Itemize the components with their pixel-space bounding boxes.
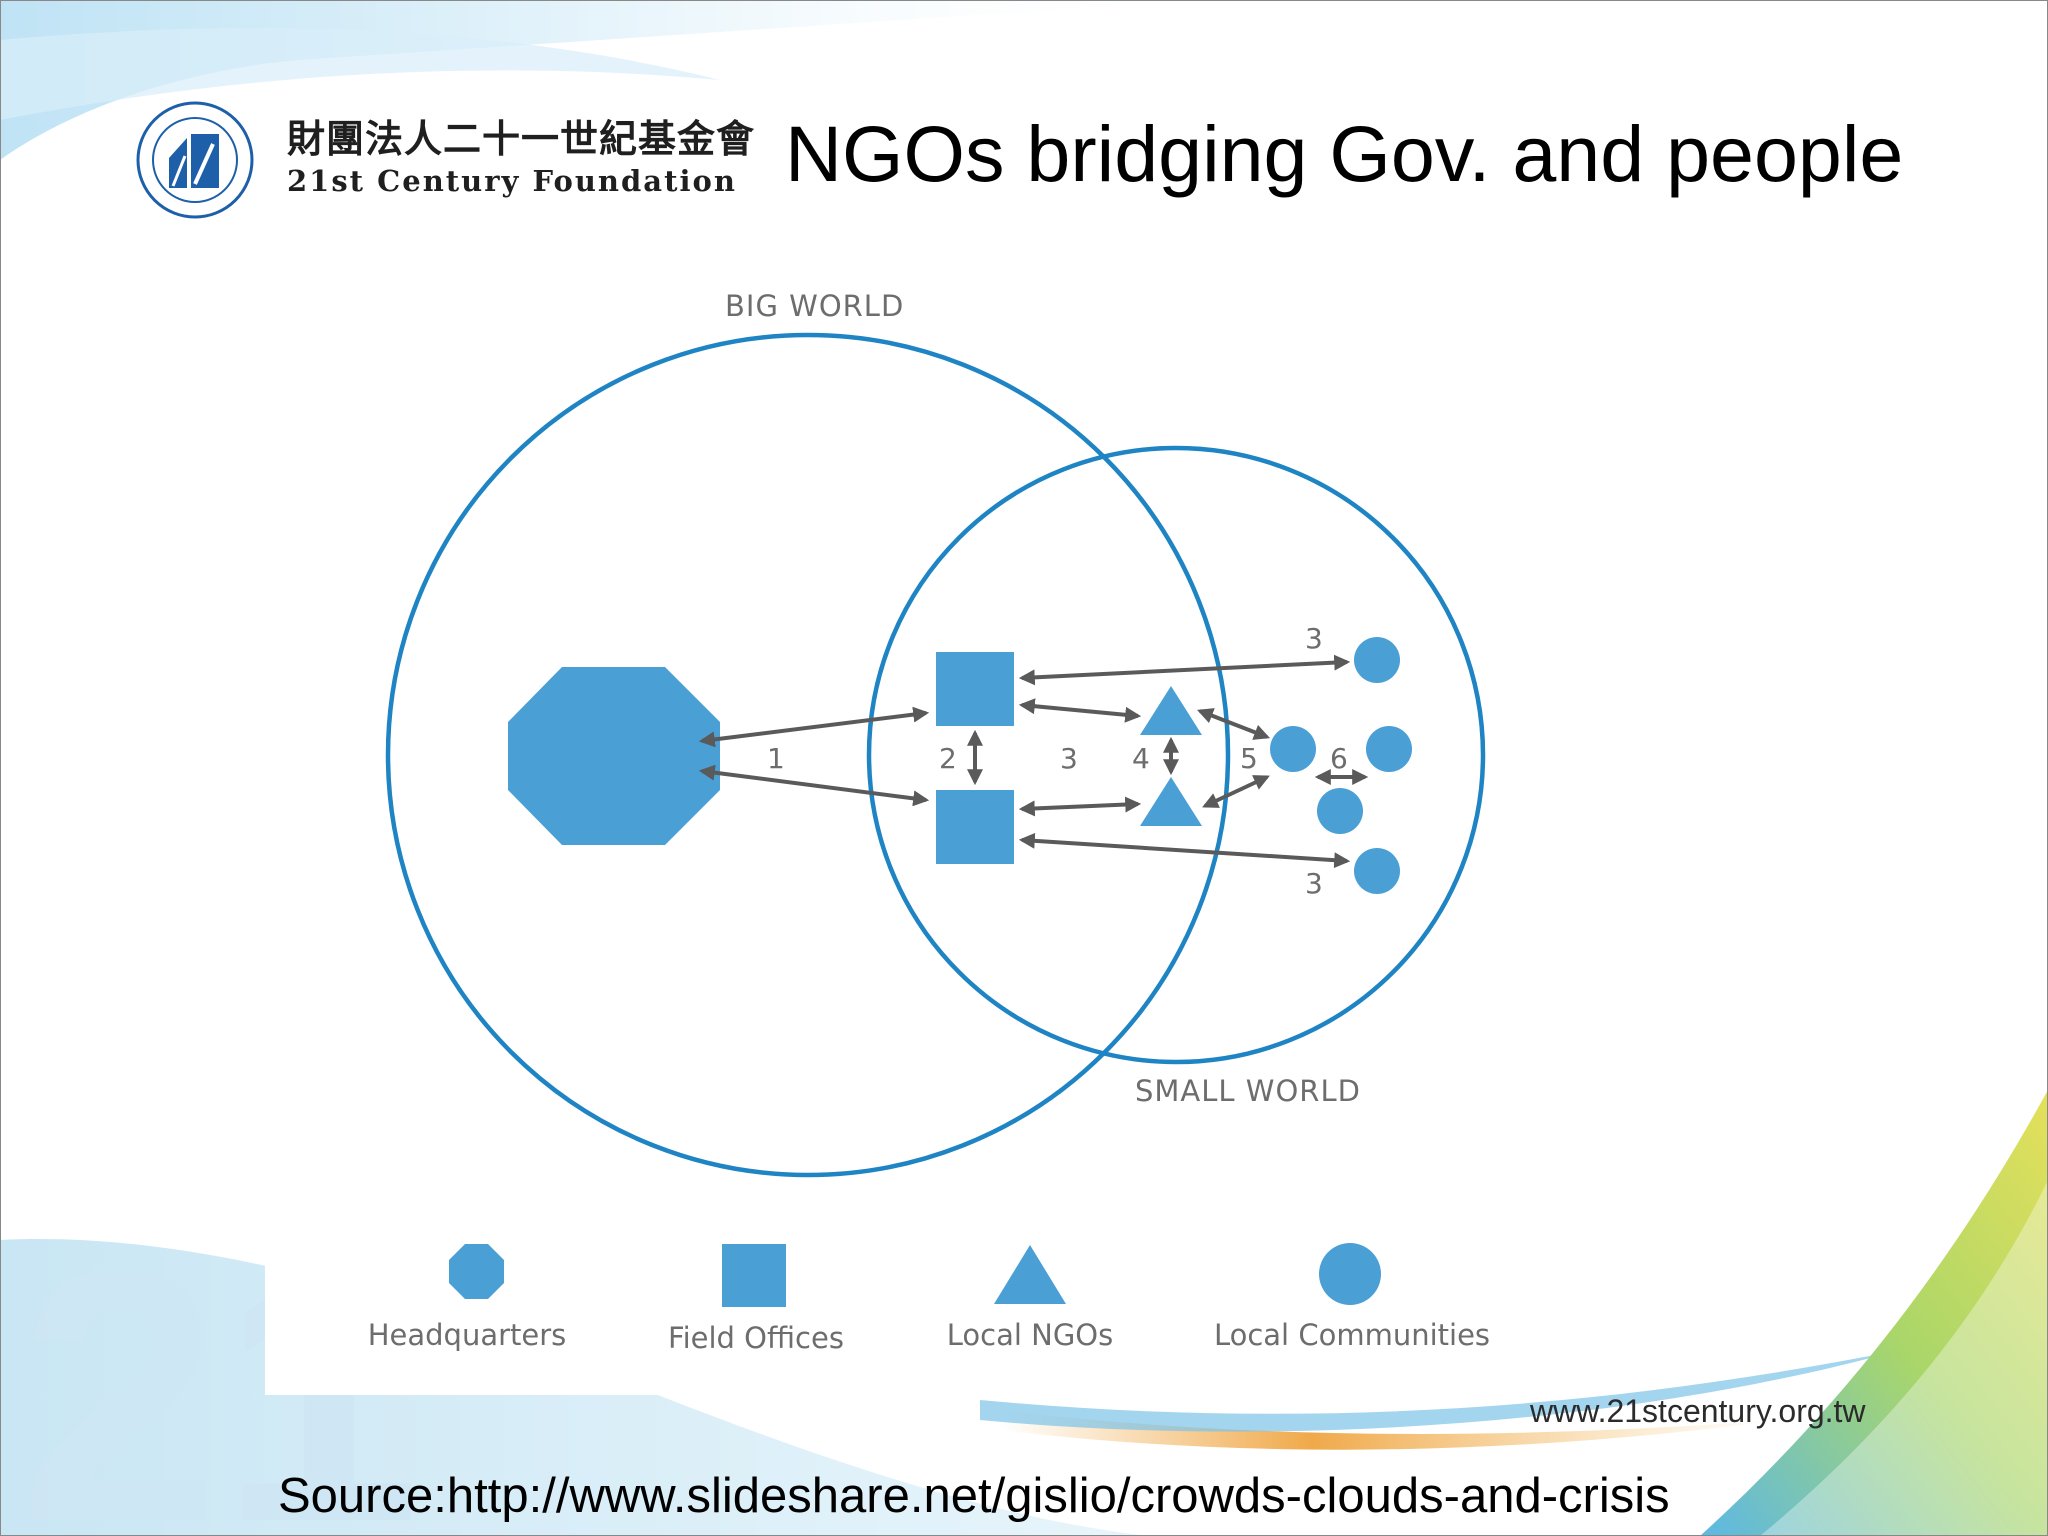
small-world-circle <box>866 445 1486 1065</box>
source-citation: Source:http://www.slideshare.net/gislio/… <box>278 1469 1670 1523</box>
arrow-field-to-ngo-top <box>1018 698 1142 723</box>
arrow-ngo-to-community-top <box>1197 708 1270 740</box>
logo-chinese-name: 財團法人二十一世紀基金會 <box>287 116 756 161</box>
legend-local-ngos-triangle-icon <box>994 1245 1066 1304</box>
local-community-circle <box>1366 726 1412 772</box>
legend-field-offices-square-icon <box>722 1244 786 1307</box>
local-ngo-triangle-bottom <box>1140 777 1202 826</box>
arrow-hq-to-field-top <box>698 706 930 748</box>
green-swoosh <box>1700 1090 2048 1536</box>
foundation-emblem-icon <box>136 101 254 219</box>
slide-title: NGOs bridging Gov. and people <box>785 109 1904 198</box>
website-url: www.21stcentury.org.tw <box>1530 1393 1866 1429</box>
big-world-circle <box>385 332 1231 1178</box>
legend-local-ngos-label: Local NGOs <box>947 1318 1113 1352</box>
local-community-circle <box>1270 726 1316 772</box>
foundation-logo: 財團法人二十一世紀基金會 21st Century Foundation <box>135 100 754 225</box>
arrow-field-to-community-top <box>1018 654 1351 686</box>
blue-swoosh <box>980 1350 1900 1432</box>
field-office-square-top <box>936 652 1014 726</box>
logo-english-name: 21st Century Foundation <box>287 164 737 198</box>
diagram-canvas: BIG WORLD SMALL WORLD <box>368 289 1490 1355</box>
orange-swoosh <box>1000 1410 1780 1450</box>
headquarters-octagon <box>508 667 720 845</box>
link-label-3-mid: 3 <box>1060 742 1078 775</box>
top-swoosh-light <box>0 28 720 120</box>
legend: Headquarters Field Offices Local NGOs Lo… <box>368 1243 1490 1355</box>
ngo-diagram: BIG WORLD SMALL WORLD <box>265 260 1590 1395</box>
small-world-label: SMALL WORLD <box>1135 1074 1361 1108</box>
link-label-3-top: 3 <box>1305 622 1323 655</box>
arrow-field-to-community-bottom <box>1018 832 1351 869</box>
local-community-circle <box>1354 637 1400 683</box>
local-community-circle <box>1354 848 1400 894</box>
legend-field-offices-label: Field Offices <box>668 1321 844 1355</box>
link-label-1: 1 <box>767 742 785 775</box>
arrow-ngo-to-community-bottom <box>1202 775 1270 808</box>
legend-local-communities-label: Local Communities <box>1214 1318 1490 1352</box>
local-community-circle <box>1317 788 1363 834</box>
legend-headquarters-octagon-icon <box>449 1244 504 1299</box>
link-label-5: 5 <box>1240 742 1258 775</box>
link-label-3-bottom: 3 <box>1305 867 1323 900</box>
legend-headquarters-label: Headquarters <box>368 1318 567 1352</box>
link-label-6: 6 <box>1330 742 1348 775</box>
field-office-square-bottom <box>936 790 1014 864</box>
local-ngo-triangle-top <box>1140 686 1202 735</box>
green-swoosh-highlight <box>1760 1180 2048 1536</box>
big-world-label: BIG WORLD <box>725 289 904 323</box>
arrow-hq-to-field-bottom <box>698 764 930 807</box>
link-label-2: 2 <box>939 742 957 775</box>
link-label-4: 4 <box>1132 742 1150 775</box>
arrow-field-to-ngo-bottom <box>1018 796 1142 817</box>
legend-local-communities-circle-icon <box>1319 1243 1381 1305</box>
